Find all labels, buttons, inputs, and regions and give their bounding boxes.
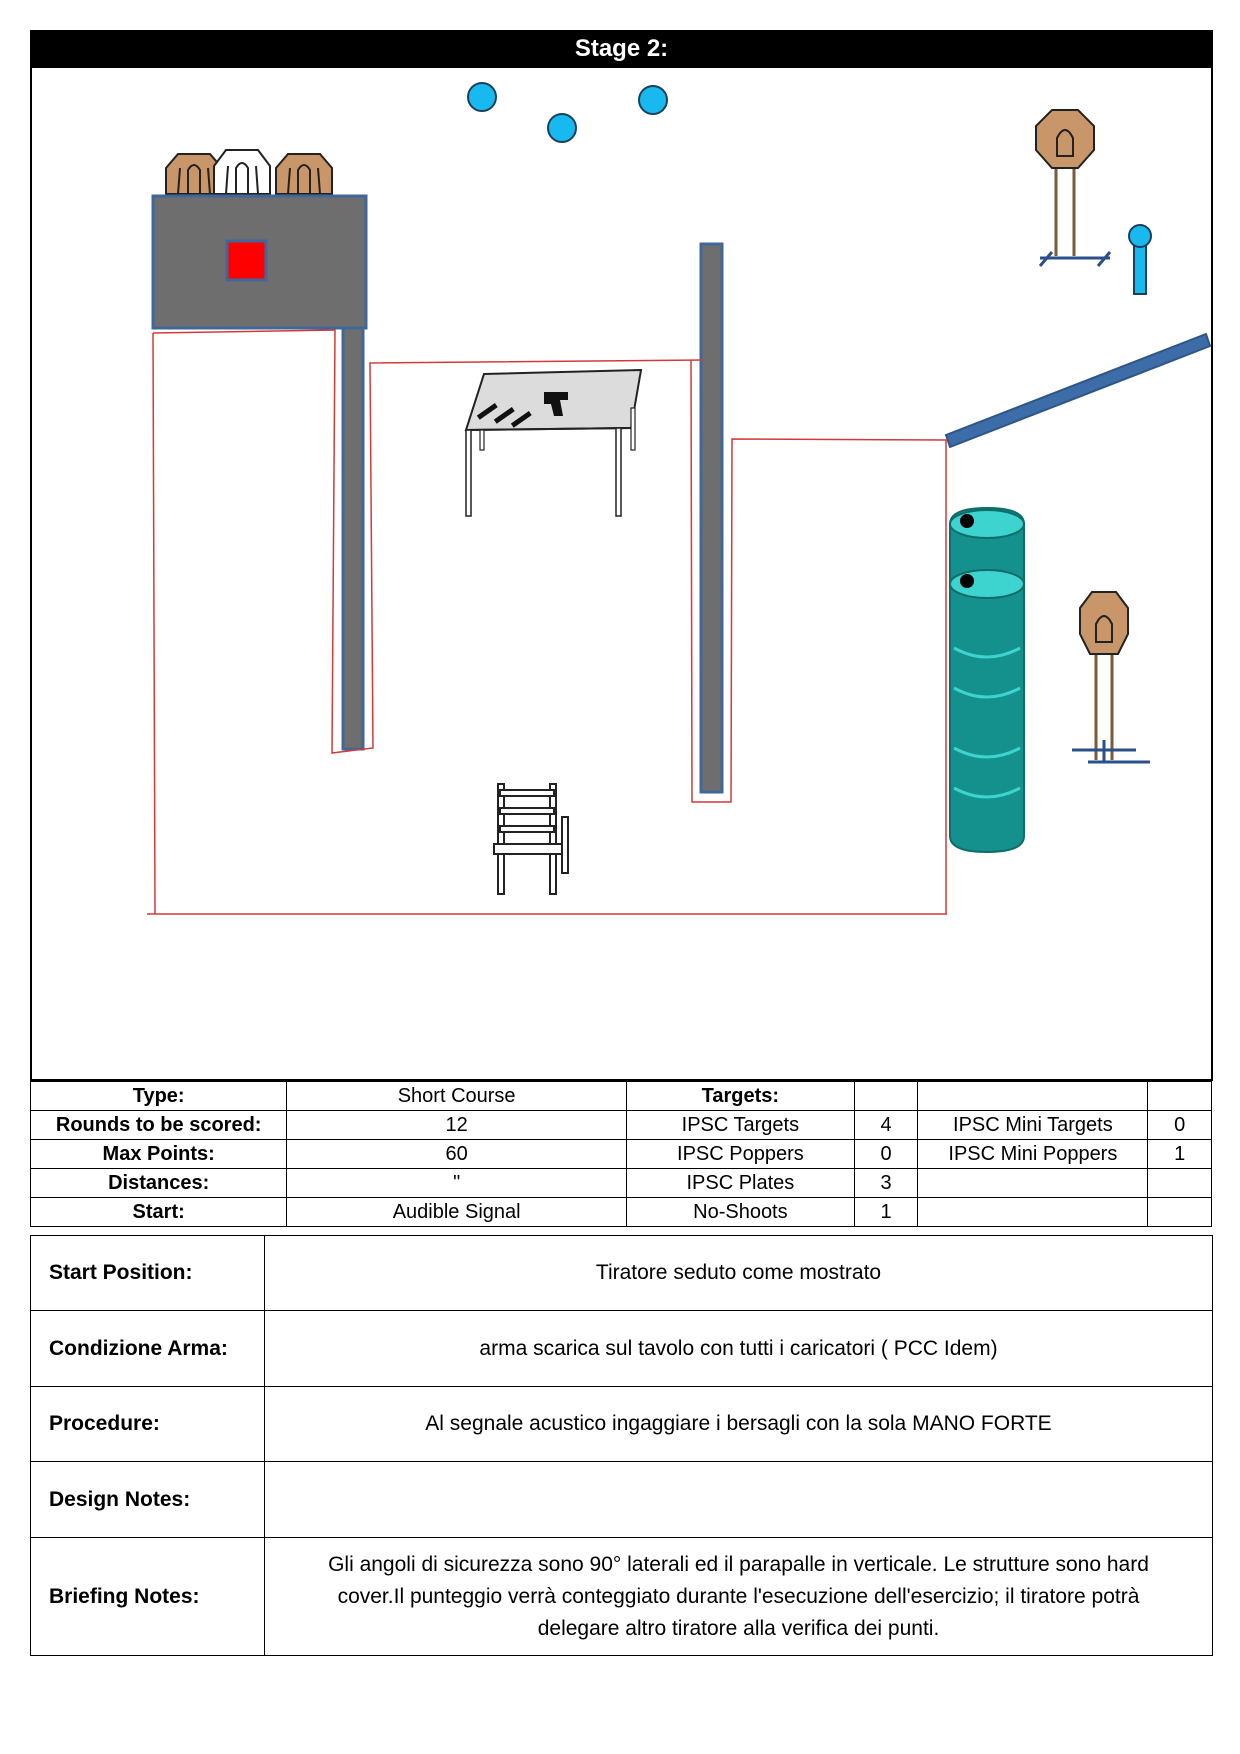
- no-shoots-value: 1: [853, 1197, 919, 1227]
- empty-cell: [853, 1081, 919, 1111]
- empty-cell: [1147, 1168, 1212, 1198]
- plate-icon: [638, 85, 668, 115]
- hard-cover-square: [225, 239, 268, 282]
- magazine-icon: [476, 403, 532, 428]
- maxpoints-value: 60: [286, 1139, 627, 1169]
- design-notes-label: Design Notes:: [30, 1461, 265, 1538]
- plate-icon: [467, 82, 497, 112]
- ipsc-poppers-value: 0: [853, 1139, 919, 1169]
- mini-poppers-label: IPSC Mini Poppers: [917, 1139, 1149, 1169]
- wall-icon: [341, 326, 365, 751]
- table-row: Distances: " IPSC Plates 3: [29, 1168, 1212, 1198]
- wall-icon: [944, 332, 1211, 449]
- start-value: Audible Signal: [286, 1197, 627, 1227]
- ipsc-poppers-label: IPSC Poppers: [625, 1139, 855, 1169]
- briefing-notes-value: Gli angoli di sicurezza sono 90° lateral…: [264, 1537, 1213, 1656]
- empty-cell: [1147, 1081, 1212, 1111]
- ipsc-plates-value: 3: [853, 1168, 919, 1198]
- rounds-label: Rounds to be scored:: [29, 1110, 288, 1140]
- pistol-icon: [544, 392, 568, 416]
- table-row: Condizione Arma: arma scarica sul tavolo…: [30, 1310, 1213, 1387]
- no-shoots-label: No-Shoots: [625, 1197, 855, 1227]
- mini-targets-value: 0: [1147, 1110, 1212, 1140]
- wall-icon: [699, 242, 724, 794]
- distances-label: Distances:: [29, 1168, 288, 1198]
- briefing-notes-label: Briefing Notes:: [30, 1537, 265, 1656]
- stage-diagram: [30, 68, 1213, 1081]
- plate-icon: [547, 113, 577, 143]
- info-table: Start Position: Tiratore seduto come mos…: [30, 1235, 1213, 1656]
- fault-line: [147, 329, 947, 915]
- table-row: Rounds to be scored: 12 IPSC Targets 4 I…: [29, 1110, 1212, 1140]
- targets-header: Targets:: [625, 1081, 855, 1111]
- stage-diagram-svg: [147, 82, 1211, 915]
- popper-icon: [1128, 224, 1152, 295]
- empty-cell: [917, 1081, 1149, 1111]
- ipsc-targets-value: 4: [853, 1110, 919, 1140]
- distances-value: ": [286, 1168, 627, 1198]
- type-value: Short Course: [286, 1081, 627, 1111]
- ipsc-plates-label: IPSC Plates: [625, 1168, 855, 1198]
- table-row: Start Position: Tiratore seduto come mos…: [30, 1235, 1213, 1311]
- table-row: Max Points: 60 IPSC Poppers 0 IPSC Mini …: [29, 1139, 1212, 1169]
- table-icon: [464, 368, 643, 517]
- table-row: Briefing Notes: Gli angoli di sicurezza …: [30, 1537, 1213, 1656]
- no-shoot-target-icon: [213, 149, 271, 195]
- ipsc-target-icon: [1035, 109, 1112, 267]
- procedure-label: Procedure:: [30, 1386, 265, 1462]
- mini-targets-label: IPSC Mini Targets: [917, 1110, 1149, 1140]
- table-row: Design Notes:: [30, 1461, 1213, 1538]
- maxpoints-label: Max Points:: [29, 1139, 288, 1169]
- ipsc-target-icon: [1072, 591, 1150, 764]
- table-row: Start: Audible Signal No-Shoots 1: [29, 1197, 1212, 1227]
- empty-cell: [917, 1168, 1149, 1198]
- ipsc-target-icon: [275, 153, 333, 195]
- condizione-arma-label: Condizione Arma:: [30, 1310, 265, 1387]
- start-label: Start:: [29, 1197, 288, 1227]
- procedure-value: Al segnale acustico ingaggiare i bersagl…: [264, 1386, 1213, 1462]
- design-notes-value: [264, 1461, 1213, 1538]
- mini-poppers-value: 1: [1147, 1139, 1212, 1169]
- start-position-label: Start Position:: [30, 1235, 265, 1311]
- specs-table: Type: Short Course Targets: Rounds to be…: [29, 1081, 1212, 1227]
- type-label: Type:: [29, 1081, 288, 1111]
- stage-title: Stage 2:: [30, 30, 1213, 68]
- empty-cell: [1147, 1197, 1212, 1227]
- table-row: Type: Short Course Targets:: [29, 1081, 1212, 1111]
- start-position-value: Tiratore seduto come mostrato: [264, 1235, 1213, 1311]
- rounds-value: 12: [286, 1110, 627, 1140]
- condizione-arma-value: arma scarica sul tavolo con tutti i cari…: [264, 1310, 1213, 1387]
- empty-cell: [917, 1197, 1149, 1227]
- table-row: Procedure: Al segnale acustico ingaggiar…: [30, 1386, 1213, 1462]
- barrel-icon: [949, 506, 1025, 854]
- ipsc-targets-label: IPSC Targets: [625, 1110, 855, 1140]
- chair-icon: [493, 783, 569, 895]
